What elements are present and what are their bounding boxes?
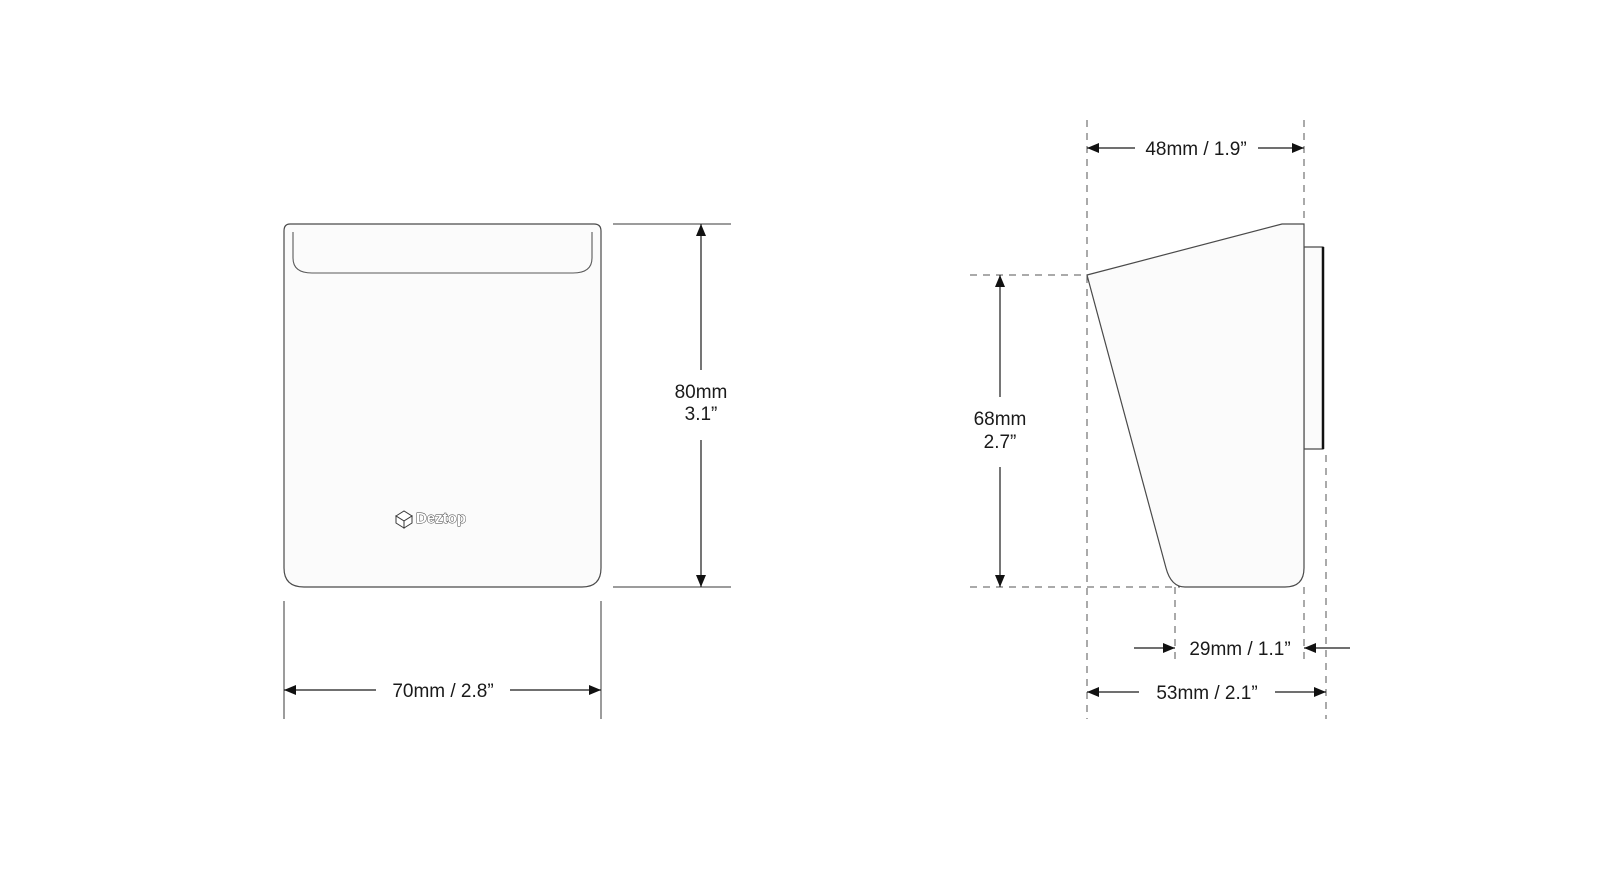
side-body-outline — [1086, 223, 1305, 588]
height-label-mm: 80mm — [675, 382, 728, 403]
total-depth-label: 53mm / 2.1” — [1156, 683, 1257, 704]
side-view: 48mm / 1.9” 68mm 2.7” 29mm / 1.1” 53mm /… — [970, 120, 1350, 719]
height-label-in: 3.1” — [685, 404, 718, 425]
top-depth-label: 48mm / 1.9” — [1145, 139, 1246, 160]
cube-logo-icon — [395, 510, 413, 529]
front-rim-inner-lip — [292, 232, 593, 274]
brand-logo-text: Deztop — [416, 510, 466, 527]
front-height-label-in: 2.7” — [984, 432, 1017, 453]
side-mount-plate — [1303, 246, 1324, 450]
front-height-label-mm: 68mm — [974, 409, 1027, 430]
front-view: Deztop 80mm 3.1” 70mm / 2.8” — [283, 223, 731, 719]
brand-logo: Deztop — [395, 510, 466, 529]
base-depth-label: 29mm / 1.1” — [1189, 639, 1290, 660]
width-label: 70mm / 2.8” — [392, 681, 493, 702]
front-body-outline — [283, 223, 602, 588]
